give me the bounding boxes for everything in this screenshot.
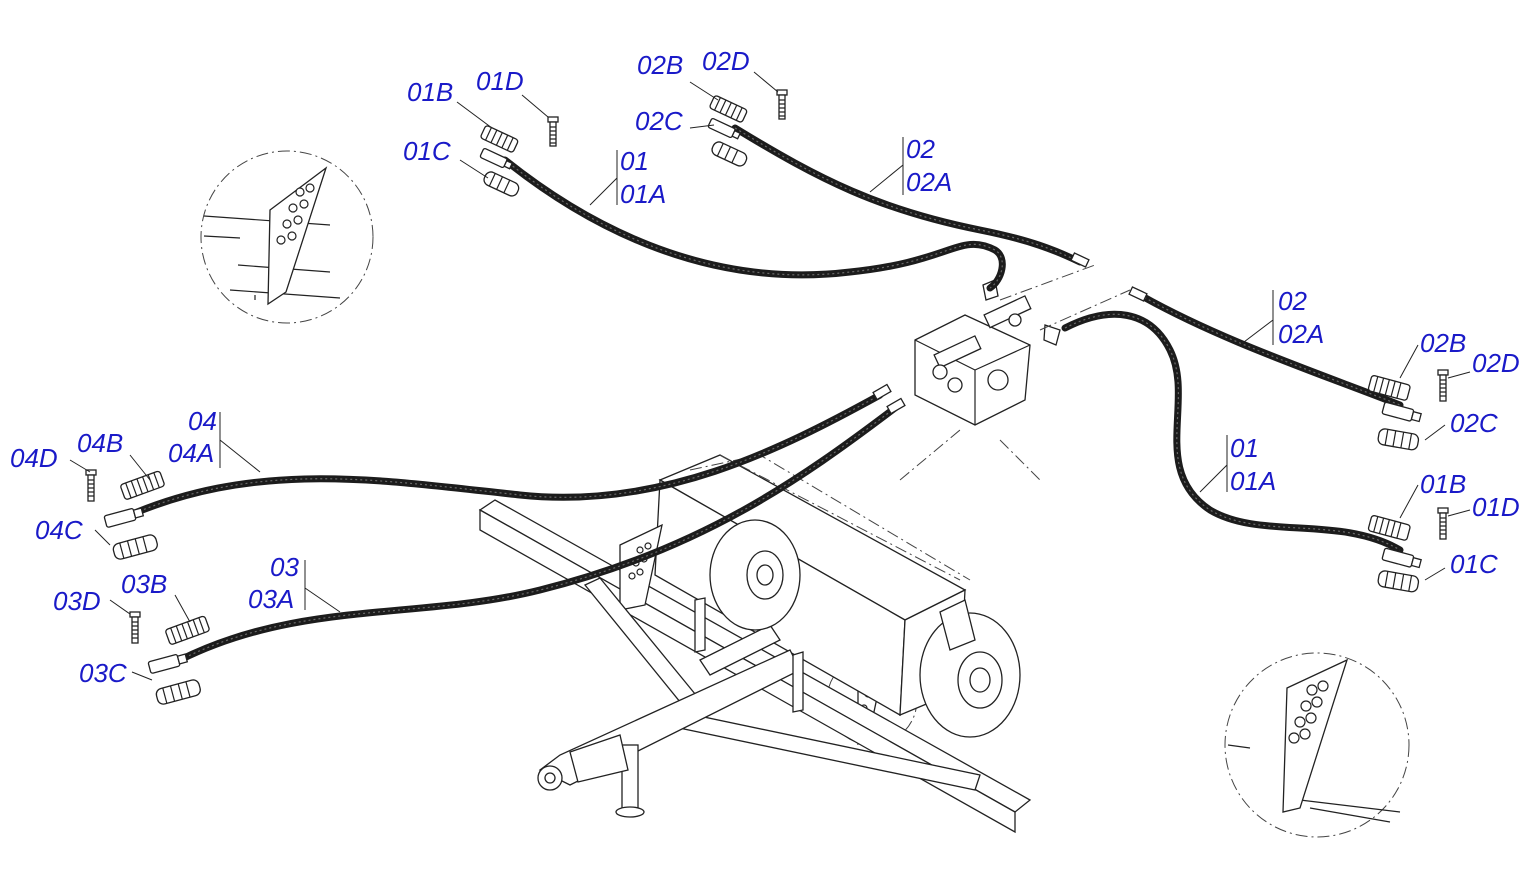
label-02b-right: 02B <box>1420 328 1466 358</box>
label-hose-02a-right: 02A <box>1278 319 1324 349</box>
fender <box>939 599 976 651</box>
bolt-icon <box>129 611 141 644</box>
label-02c-right: 02C <box>1450 408 1498 438</box>
coupler-cluster-03-left <box>129 611 210 705</box>
hose-02-right <box>1136 291 1404 409</box>
quick-coupler-icon <box>112 534 158 560</box>
label-03b-left: 03B <box>121 569 167 599</box>
quick-coupler-icon <box>1070 252 1090 268</box>
label-02b-top: 02B <box>637 50 683 80</box>
quick-coupler-icon <box>707 118 742 140</box>
coupler-cluster-01-top <box>479 116 559 197</box>
quick-coupler-icon <box>1377 428 1420 451</box>
label-hose-04a-left: 04A <box>168 438 214 468</box>
label-hose-01a-right: 01A <box>1230 466 1276 496</box>
label-03c-left: 03C <box>79 658 127 688</box>
quick-coupler-icon <box>1128 286 1148 302</box>
fittings-near-block <box>872 252 1148 415</box>
post <box>694 597 706 653</box>
hose-03-left <box>176 404 899 664</box>
detail-plate <box>1282 658 1349 813</box>
label-hose-04-left: 04 <box>188 406 217 436</box>
elbow-fitting <box>1043 324 1061 346</box>
bolt-icon <box>85 469 97 502</box>
quick-coupler-icon <box>1381 401 1422 423</box>
hose-04-left <box>126 391 884 519</box>
label-01c-top: 01C <box>403 136 451 166</box>
detail-circle-icon <box>200 150 374 324</box>
coupler-cluster-01-right <box>1367 507 1449 593</box>
jack-foot <box>615 806 645 818</box>
quick-coupler-icon <box>165 615 210 645</box>
post <box>792 651 804 713</box>
label-04b-left: 04B <box>77 428 123 458</box>
label-02d-right: 02D <box>1472 348 1520 378</box>
label-hose-02a-top: 02A <box>906 167 952 197</box>
label-01b-top: 01B <box>407 77 453 107</box>
detail-view-bottom-right <box>1224 652 1410 838</box>
hitch-body <box>569 734 629 783</box>
label-01b-right: 01B <box>1420 469 1466 499</box>
quick-coupler-icon <box>479 148 514 170</box>
hose-01-top <box>501 156 1006 292</box>
tongue-block <box>699 624 781 676</box>
hose-01-right <box>1061 310 1404 554</box>
label-01d-right: 01D <box>1472 492 1520 522</box>
quick-coupler-icon <box>711 141 748 167</box>
coupler-cluster-02-right <box>1367 369 1449 451</box>
quick-coupler-icon <box>120 470 165 500</box>
hose-02-top <box>731 124 1084 266</box>
bolt-icon <box>547 116 559 147</box>
detail-plate <box>267 166 328 306</box>
quick-coupler-icon <box>1377 570 1420 593</box>
quick-coupler-icon <box>155 679 201 705</box>
detail-frame-lines <box>1227 744 1401 823</box>
bolt-icon <box>1437 507 1449 540</box>
quick-coupler-icon <box>1367 375 1411 401</box>
label-hose-01a-top: 01A <box>620 179 666 209</box>
quick-coupler-icon <box>1367 515 1411 541</box>
label-03d-left: 03D <box>53 586 101 616</box>
label-01d-top: 01D <box>476 66 524 96</box>
wheel-rear <box>709 519 801 631</box>
coupler-cluster-04-left <box>85 469 165 560</box>
label-hose-01-top: 01 <box>620 146 649 176</box>
label-hose-03a-left: 03A <box>248 584 294 614</box>
trailer-frame <box>478 454 1032 834</box>
bolt-icon <box>1437 369 1449 402</box>
quick-coupler-icon <box>480 125 519 153</box>
quick-coupler-icon <box>886 397 906 415</box>
quick-coupler-icon <box>1381 547 1422 569</box>
label-02d-top: 02D <box>702 46 750 76</box>
label-hose-01-right: 01 <box>1230 433 1259 463</box>
label-04d-left: 04D <box>10 443 58 473</box>
detail-circle-icon <box>1224 652 1410 838</box>
detail-view-top-left <box>200 150 374 324</box>
label-01c-right: 01C <box>1450 549 1498 579</box>
label-hose-02-top: 02 <box>906 134 935 164</box>
valve-block <box>914 279 1061 426</box>
label-04c-left: 04C <box>35 515 83 545</box>
label-hose-02-right: 02 <box>1278 286 1307 316</box>
quick-coupler-icon <box>872 383 892 401</box>
quick-coupler-icon <box>103 507 145 528</box>
quick-coupler-icon <box>483 171 520 197</box>
bolt-icon <box>776 89 788 120</box>
detail-plate-holes <box>276 183 315 245</box>
quick-coupler-icon <box>147 653 189 674</box>
label-hose-03-left: 03 <box>270 552 299 582</box>
coupler-cluster-02-top <box>707 89 788 167</box>
label-02c-top: 02C <box>635 106 683 136</box>
wheel-front <box>919 599 1021 738</box>
leader-lines <box>69 71 1471 681</box>
quick-coupler-icon <box>709 95 748 123</box>
labels: 01 01A 01B 01C 01D 02 02A 02B 02C 02D 02… <box>10 46 1520 688</box>
detail-plate-holes <box>1288 680 1329 744</box>
